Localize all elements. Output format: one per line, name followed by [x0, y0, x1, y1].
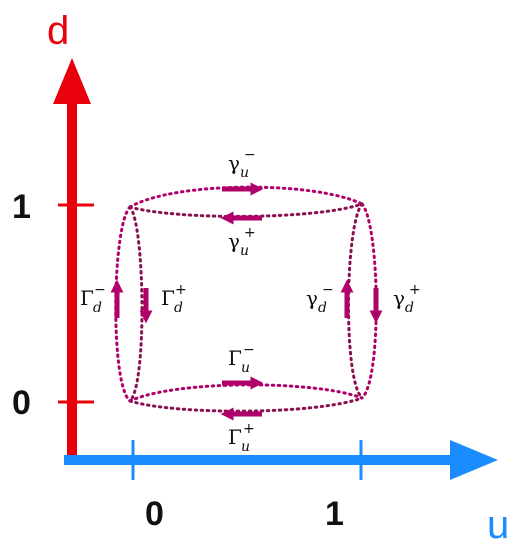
right-loop-outer	[360, 202, 378, 400]
right-loop-inner	[347, 202, 364, 400]
top-loop-front	[128, 202, 364, 218]
label-Gamma-d-minus-base: Γ	[80, 286, 94, 310]
left-loop-outer	[114, 205, 132, 403]
label-gamma-d-plus-sup: +	[409, 282, 421, 298]
label-Gamma-u-plus: Γ u +	[228, 421, 255, 455]
label-gamma-d-plus-base: γ	[393, 286, 405, 310]
label-gamma-d-minus: γ d −	[306, 282, 334, 316]
left-loop-inner	[128, 205, 144, 403]
label-Gamma-u-minus: Γ u −	[228, 342, 255, 376]
d-axis-label: d	[47, 9, 69, 53]
d-tick-label-0: 0	[12, 384, 31, 422]
label-gamma-u-plus-base: γ	[228, 229, 240, 253]
label-gamma-d-plus-sub: d	[405, 300, 414, 316]
u-axis-arrowhead	[450, 440, 498, 480]
d-tick-label-1: 1	[12, 188, 31, 226]
label-Gamma-d-plus-sup: +	[175, 282, 187, 298]
label-gamma-d-minus-base: γ	[306, 286, 318, 310]
bottom-loop-front	[128, 396, 364, 413]
label-gamma-u-minus-sup: −	[244, 147, 256, 163]
label-gamma-u-plus: γ u +	[228, 225, 256, 259]
label-Gamma-d-minus-sup: −	[94, 282, 106, 298]
top-loop-back	[128, 185, 364, 209]
label-Gamma-u-minus-sup: −	[243, 342, 255, 358]
label-gamma-d-minus-sub: d	[318, 300, 327, 316]
bottom-loop-back	[128, 383, 364, 403]
label-Gamma-u-minus-base: Γ	[228, 346, 242, 370]
d-axis	[53, 58, 94, 465]
label-gamma-d-plus: γ d +	[393, 282, 421, 316]
label-gamma-u-plus-sub: u	[240, 243, 249, 259]
loop-curves	[114, 185, 378, 413]
label-Gamma-u-plus-base: Γ	[228, 425, 242, 449]
label-Gamma-d-plus: Γ d +	[161, 282, 187, 316]
u-axis	[64, 440, 498, 480]
label-Gamma-d-plus-sub: d	[174, 300, 183, 316]
d-axis-arrowhead	[53, 58, 91, 104]
u-tick-label-1: 1	[325, 495, 344, 533]
u-axis-label: u	[487, 503, 509, 547]
label-Gamma-d-minus-sub: d	[93, 300, 102, 316]
label-Gamma-u-plus-sub: u	[241, 439, 250, 455]
label-Gamma-u-plus-sup: +	[243, 421, 255, 437]
label-Gamma-d-plus-base: Γ	[161, 286, 175, 310]
label-gamma-d-minus-sup: −	[322, 282, 334, 298]
label-gamma-u-plus-sup: +	[244, 225, 256, 241]
label-gamma-u-minus-base: γ	[228, 151, 240, 175]
direction-arrows	[110, 182, 383, 421]
label-gamma-u-minus-sub: u	[240, 165, 249, 181]
label-gamma-u-minus: γ u −	[228, 147, 256, 181]
u-tick-label-0: 0	[145, 495, 164, 533]
label-Gamma-d-minus: Γ d −	[80, 282, 106, 316]
label-Gamma-u-minus-sub: u	[241, 360, 250, 376]
